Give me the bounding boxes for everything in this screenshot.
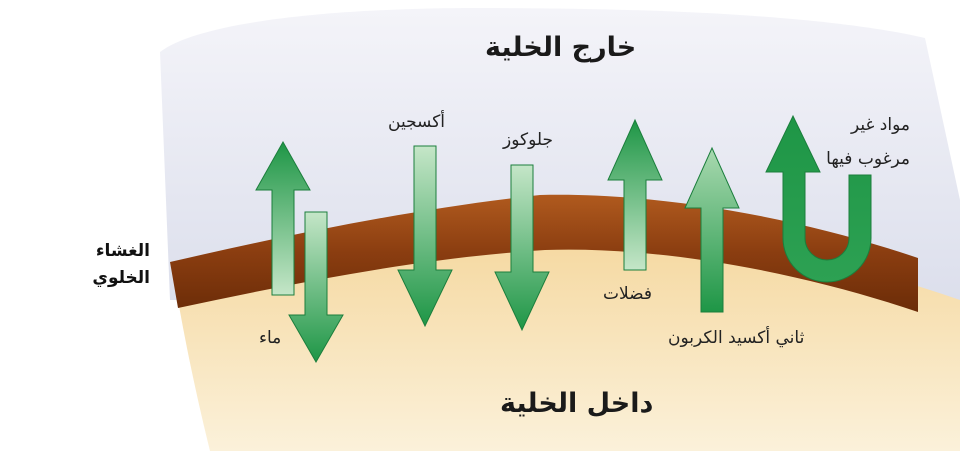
waste-label: فضلات	[603, 284, 653, 304]
inside-cell-label: داخل الخلية	[500, 388, 654, 419]
carbon-dioxide-up-arrow	[684, 146, 740, 313]
cell-membrane-label: الغشاء الخلوي	[88, 238, 150, 292]
outside-cell-label: خارج الخلية	[485, 32, 637, 63]
unwanted-substances-line1: مواد غير	[851, 115, 910, 135]
cell-membrane-label-line2: الخلوي	[92, 268, 150, 288]
cell-membrane-band	[170, 194, 918, 312]
water-up-arrow	[255, 140, 311, 296]
waste-up-arrow	[607, 118, 663, 271]
water-down-arrow	[288, 211, 344, 364]
oxygen-label: أكسجين	[388, 112, 446, 132]
glucose-label: جلوكوز	[503, 130, 554, 150]
unwanted-substances-u-arrow	[765, 114, 872, 283]
unwanted-substances-label: مواد غير مرغوب فيها	[818, 108, 910, 176]
cell-membrane-label-line1: الغشاء	[95, 241, 150, 261]
oxygen-down-arrow	[397, 145, 453, 328]
carbon-dioxide-label: ثاني أكسيد الكربون	[668, 328, 805, 348]
inside-region	[178, 224, 960, 451]
unwanted-substances-line2: مرغوب فيها	[826, 149, 910, 169]
water-label: ماء	[259, 328, 282, 348]
glucose-down-arrow	[494, 164, 550, 332]
